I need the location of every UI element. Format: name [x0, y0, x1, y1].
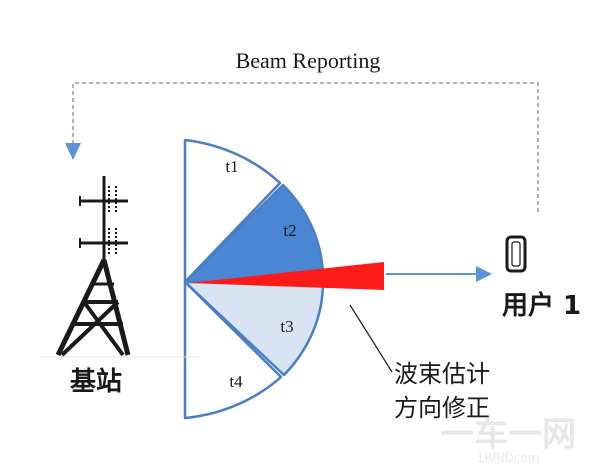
beam-reporting-feedback-path	[65, 82, 539, 212]
annotation-text-line1: 波束估计	[394, 360, 490, 388]
watermark-text: 一车一网	[440, 415, 576, 455]
beam-reporting-title: Beam Reporting	[236, 48, 381, 73]
base-station-label: 基站	[70, 367, 122, 397]
watermark-url: 1RRIDcom	[477, 451, 540, 465]
feedback-dashed-line	[72, 82, 539, 212]
phone-icon	[505, 235, 527, 273]
user-label: 用户 1	[502, 290, 581, 321]
beam-sector-fan	[183, 138, 325, 420]
beam-sector-t4	[183, 280, 283, 420]
watermark-logo: 一车一网 1RRIDcom	[440, 415, 576, 465]
beam-to-user-arrow	[386, 266, 492, 282]
beam-sector-t1	[183, 138, 282, 284]
beam-label-t3: t3	[280, 317, 293, 336]
annotation-text-line2: 方向修正	[394, 394, 490, 422]
refined-beam-red	[188, 262, 384, 290]
beam-label-t2: t2	[283, 221, 296, 240]
feedback-arrowhead	[65, 143, 81, 160]
annotation-leader-line	[349, 304, 393, 373]
beam-label-t1: t1	[225, 157, 238, 176]
base-station-tower-icon	[55, 176, 131, 357]
beam-label-t4: t4	[229, 372, 243, 391]
